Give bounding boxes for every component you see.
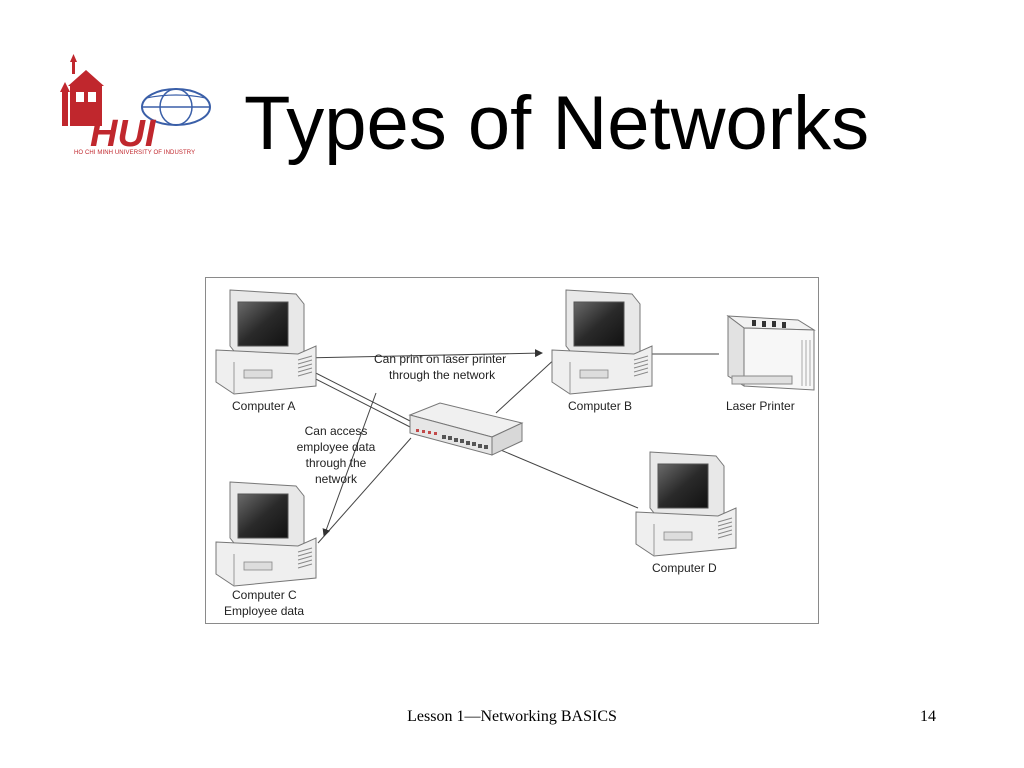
computer-b-icon <box>551 289 653 395</box>
print-annotation-line-1: Can print on laser printer <box>374 352 507 366</box>
link-a-switch <box>301 365 417 425</box>
computer-c-sublabel: Employee data <box>224 604 305 618</box>
computer-a-icon <box>215 289 317 395</box>
computer-d-label: Computer D <box>652 561 717 575</box>
computer-b-label: Computer B <box>568 399 633 413</box>
diagram-canvas <box>215 289 816 587</box>
link-switch-c <box>317 437 412 544</box>
page-number: 14 <box>920 708 936 725</box>
computer-c-label: Computer C <box>232 588 297 602</box>
computer-c-icon <box>215 481 317 587</box>
print-annotation-line-2: through the network <box>389 368 496 382</box>
logo-wordmark: HUI <box>90 113 157 155</box>
network-diagram: Computer A Computer B Laser Printer Comp… <box>205 277 819 624</box>
link-switch-b <box>495 355 559 414</box>
computer-d-icon <box>635 451 737 557</box>
footer-lesson-title: Lesson 1—Networking BASICS <box>407 708 617 725</box>
access-annotation-line-2: employee data <box>296 440 376 454</box>
arrow-a-to-b <box>301 349 543 359</box>
laser-printer-label: Laser Printer <box>726 399 795 413</box>
laser-printer-icon <box>726 315 816 391</box>
computer-a-label: Computer A <box>232 399 296 413</box>
link-switch-d <box>495 447 639 509</box>
slide-title: Types of Networks <box>244 81 870 166</box>
logo-caption: HO CHI MINH UNIVERSITY OF INDUSTRY <box>74 150 196 156</box>
network-switch-icon <box>408 402 524 456</box>
access-annotation-line-3: through the <box>305 456 367 470</box>
university-logo: HUI <box>58 52 214 164</box>
arrow-a-to-c <box>322 392 377 537</box>
access-annotation-line-1: Can access <box>304 424 368 438</box>
hui-logo-icon: HUI <box>60 54 211 155</box>
access-annotation-line-4: network <box>314 472 358 486</box>
